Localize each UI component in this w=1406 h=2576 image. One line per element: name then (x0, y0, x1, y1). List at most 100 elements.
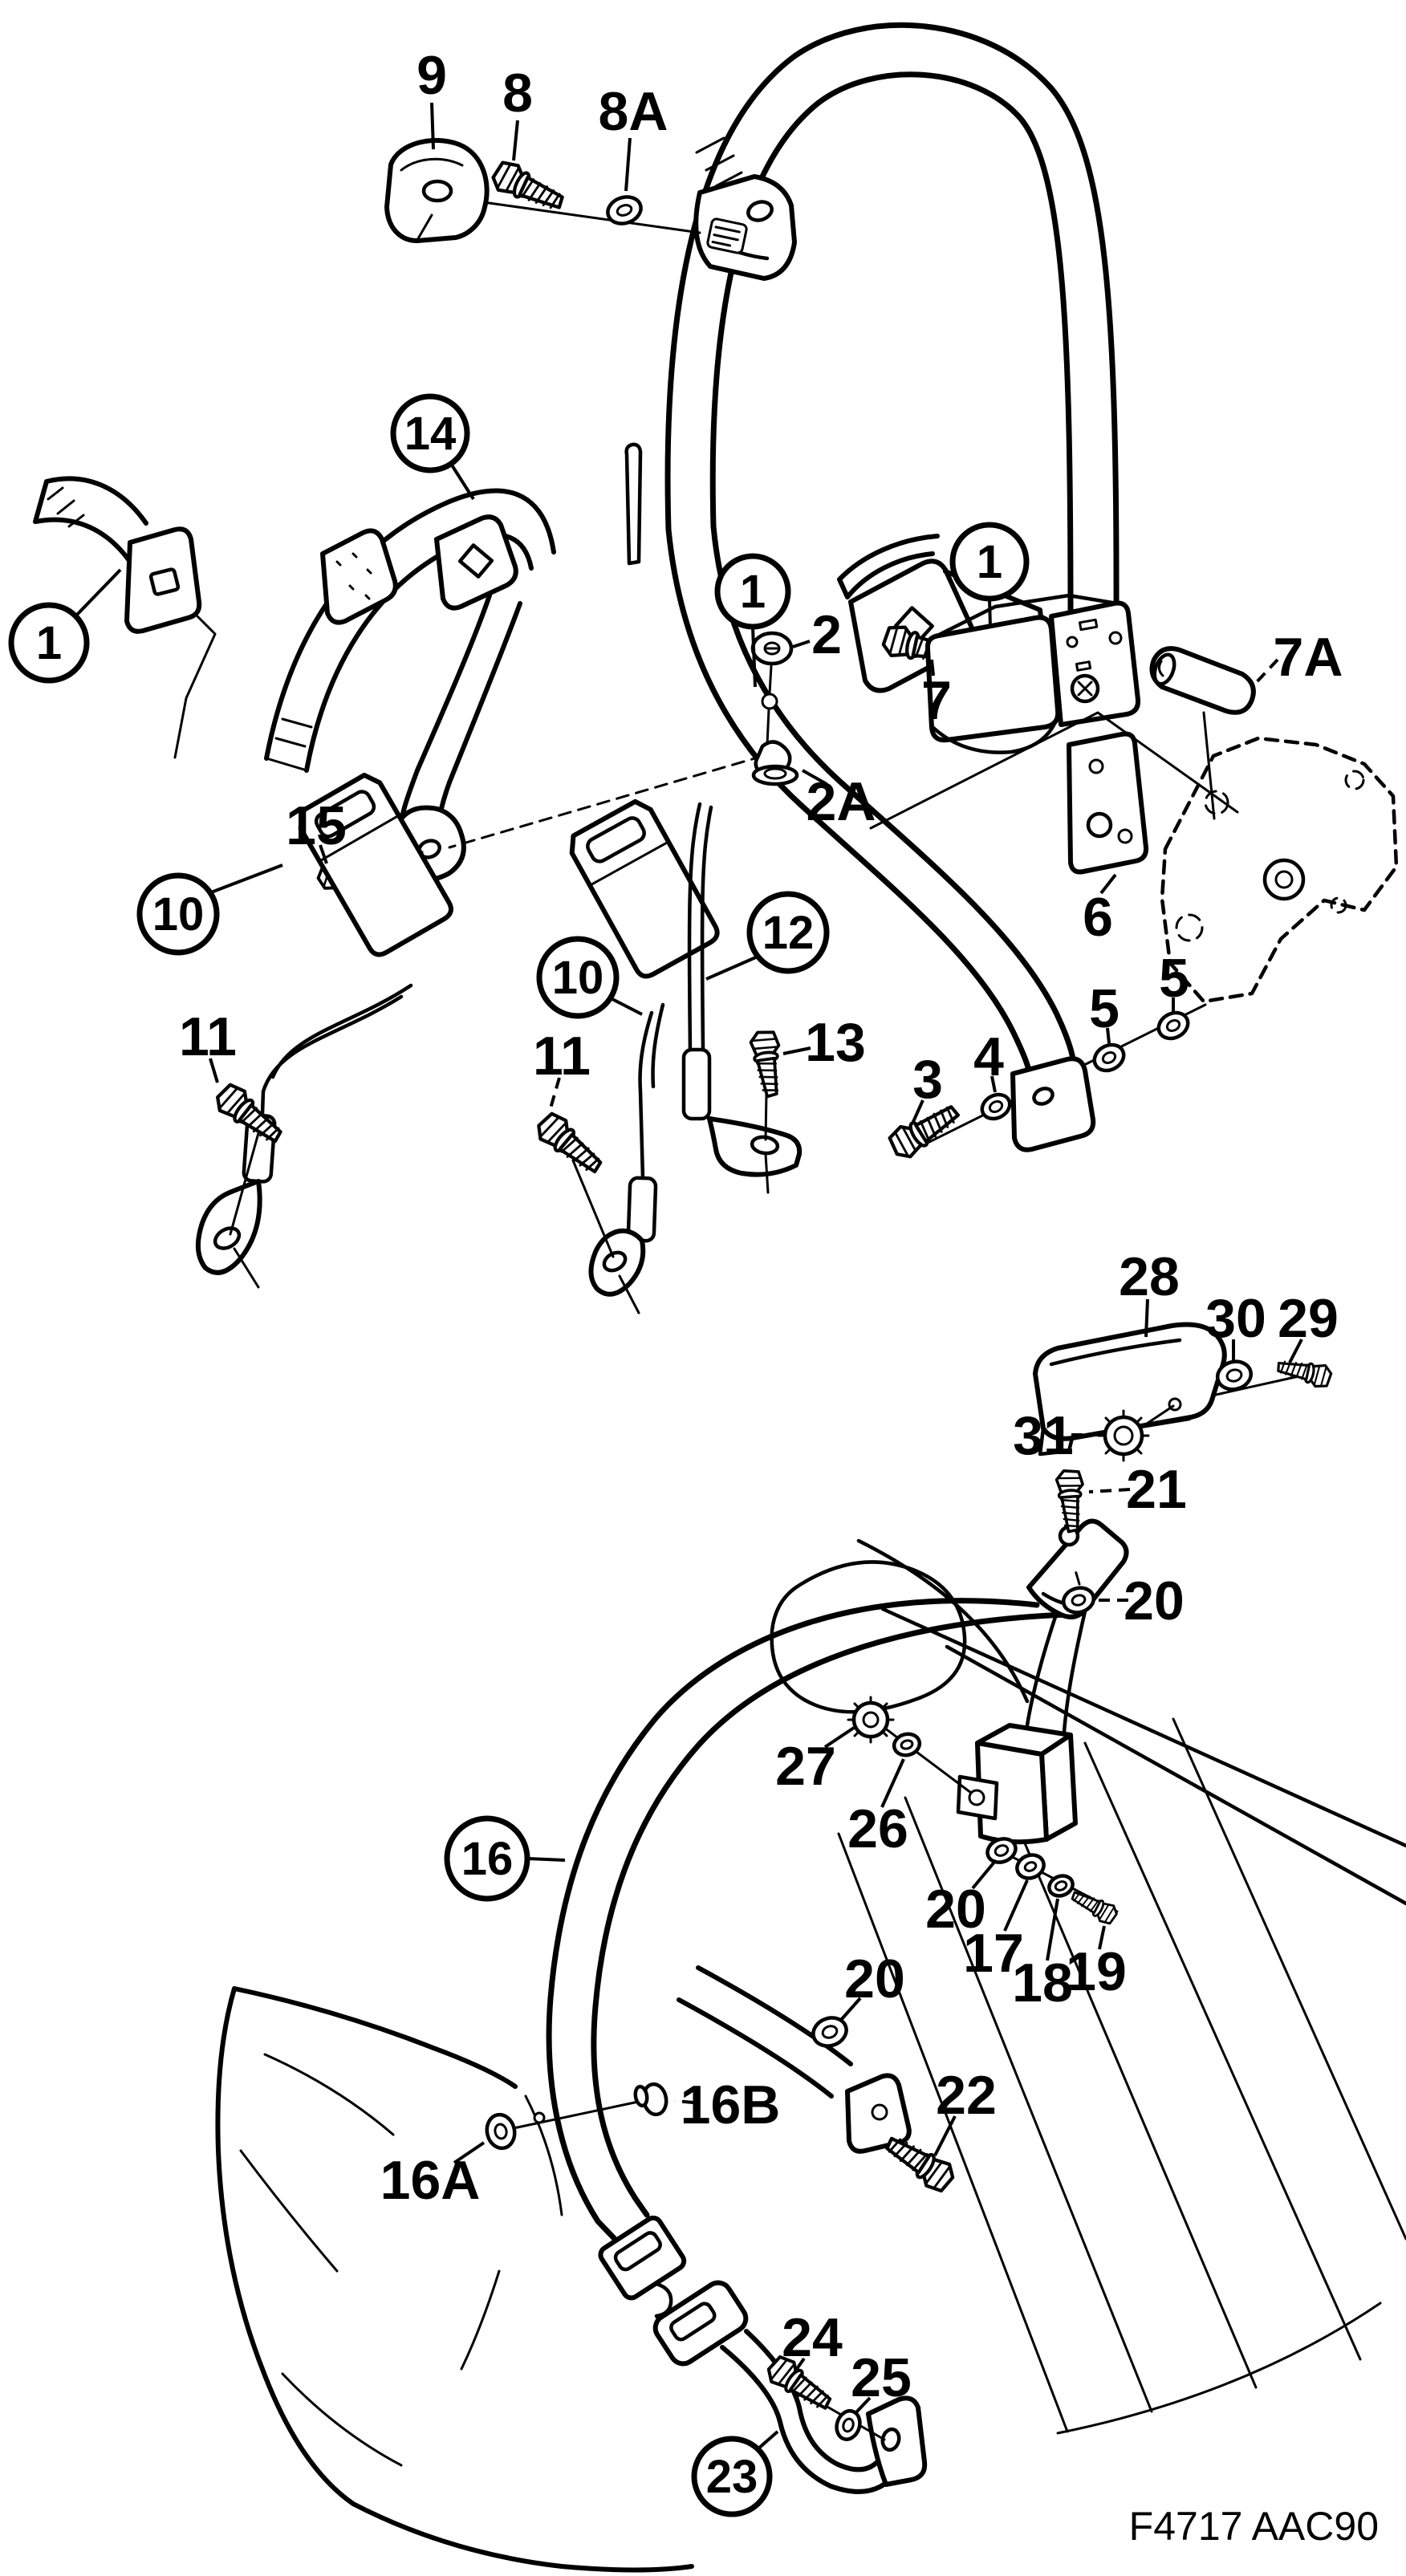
callout-number: 29 (1278, 1288, 1339, 1349)
callout-circle (714, 553, 791, 630)
front-belt-tongue-left (33, 476, 217, 759)
callout-13: 13 (782, 1012, 866, 1073)
callout-number: 9 (417, 45, 447, 106)
floor-plane-line (869, 711, 1239, 830)
washer-chain (985, 1837, 1121, 1928)
figure-code: F4717 AAC90 (1129, 2504, 1379, 2549)
callout-10-left: 10 (136, 863, 283, 956)
upper-anchor-plate (693, 174, 797, 281)
washer-20-top (1061, 1563, 1096, 1615)
seat-back (770, 1538, 1406, 2435)
callout-8a: 8A (599, 81, 668, 192)
callout-31: 31 (1013, 1405, 1103, 1466)
callout-number: 20 (844, 1948, 905, 2009)
callout-1-middle: 1 (714, 553, 791, 688)
callout-number: 27 (775, 1736, 836, 1797)
callout-number: 3 (912, 1049, 943, 1110)
callout-2a: 2A (802, 769, 876, 832)
shoulder-belt-loop (664, 22, 1120, 621)
cable-stalk-12 (681, 802, 803, 1194)
callout-number: 19 (1066, 1941, 1127, 2002)
cover-9 (384, 137, 490, 243)
callout-leader-line (933, 2115, 957, 2156)
callout-circle (390, 393, 470, 473)
washer-8a (606, 195, 643, 226)
fastener-axis-line (512, 2099, 644, 2130)
callout-20-middle: 20 (925, 1859, 998, 1940)
callout-16a: 16A (380, 2141, 486, 2211)
callout-21: 21 (1088, 1459, 1187, 1520)
callout-28: 28 (1119, 1246, 1180, 1338)
callout-leader-line (319, 844, 328, 864)
washer-26 (892, 1732, 922, 1757)
callout-leader-line (880, 1758, 905, 1808)
fastener-axis-line (766, 664, 773, 746)
callout-number: 16B (681, 2074, 781, 2135)
callout-11-left: 11 (179, 1006, 237, 1083)
callout-number: 16 (461, 1833, 514, 1885)
buckle-stalk-left (195, 772, 453, 1289)
callout-26: 26 (847, 1758, 908, 1859)
callout-16: 16 (444, 1815, 566, 1902)
callout-number: 15 (286, 795, 347, 856)
callout-20-top: 20 (1097, 1570, 1185, 1631)
callout-circle (691, 2436, 773, 2517)
alignment-dash-line (448, 749, 784, 849)
callout-leader-line (1098, 1925, 1106, 1950)
washer-2 (750, 631, 794, 666)
fastener-axis-line (880, 1724, 973, 1794)
lower-latch-16 (598, 2215, 687, 2325)
callout-leader-line (751, 626, 757, 688)
callout-number: 1 (977, 536, 1002, 588)
callout-circle (949, 522, 1030, 602)
washer-16a (485, 2111, 546, 2151)
washer-25 (835, 2409, 862, 2441)
callout-number: 6 (1083, 887, 1113, 948)
callout-circle (8, 602, 90, 684)
pivot-pin (624, 442, 643, 566)
callout-number: 16A (380, 2150, 481, 2211)
callout-number: 25 (851, 2347, 912, 2408)
callout-number: 22 (936, 2065, 997, 2126)
callout-number: 4 (973, 1026, 1004, 1087)
callout-30: 30 (1205, 1288, 1266, 1363)
reinforcement-bracket-dashed (1160, 736, 1399, 1004)
callout-leader-line (549, 1077, 561, 1109)
callout-number: 5 (1159, 948, 1189, 1009)
callout-leader-line (756, 2430, 779, 2451)
callout-leader-line (210, 863, 283, 894)
callout-number: 8 (502, 63, 533, 124)
callout-leader-line (453, 2141, 486, 2164)
callout-leader-line (705, 955, 758, 981)
callout-leader-line (839, 1997, 862, 2021)
callout-number: 1 (36, 617, 62, 669)
callout-leader-line (1106, 1027, 1111, 1044)
diagonal-belt-run (665, 523, 1078, 1088)
fastener-axis-line (448, 196, 701, 234)
callout-number: 2A (807, 771, 876, 832)
callout-number: 7 (921, 670, 952, 731)
callout-leader-line (1144, 1298, 1149, 1338)
callout-8: 8 (502, 63, 533, 161)
callout-leader-line (782, 1046, 811, 1055)
buckle-23 (652, 2280, 928, 2494)
callout-number: 30 (1205, 1288, 1266, 1349)
callout-7: 7 (921, 659, 952, 731)
callout-leader-line (1288, 1339, 1303, 1363)
callout-leader-line (854, 2396, 872, 2415)
callout-leader-line (527, 1857, 566, 1862)
callout-19: 19 (1066, 1925, 1127, 2002)
callout-6: 6 (1083, 873, 1117, 948)
callout-9: 9 (417, 45, 447, 150)
callout-24: 24 (782, 2307, 843, 2374)
callout-number: 26 (847, 1798, 908, 1859)
buckle-stalk-middle (569, 798, 720, 1314)
callout-1-right: 1 (949, 522, 1030, 628)
callout-number: 11 (533, 1026, 591, 1087)
callout-number: 11 (179, 1006, 237, 1067)
rear-seat-belt-assembly (215, 1322, 1406, 2573)
callout-number: 2 (811, 604, 842, 665)
